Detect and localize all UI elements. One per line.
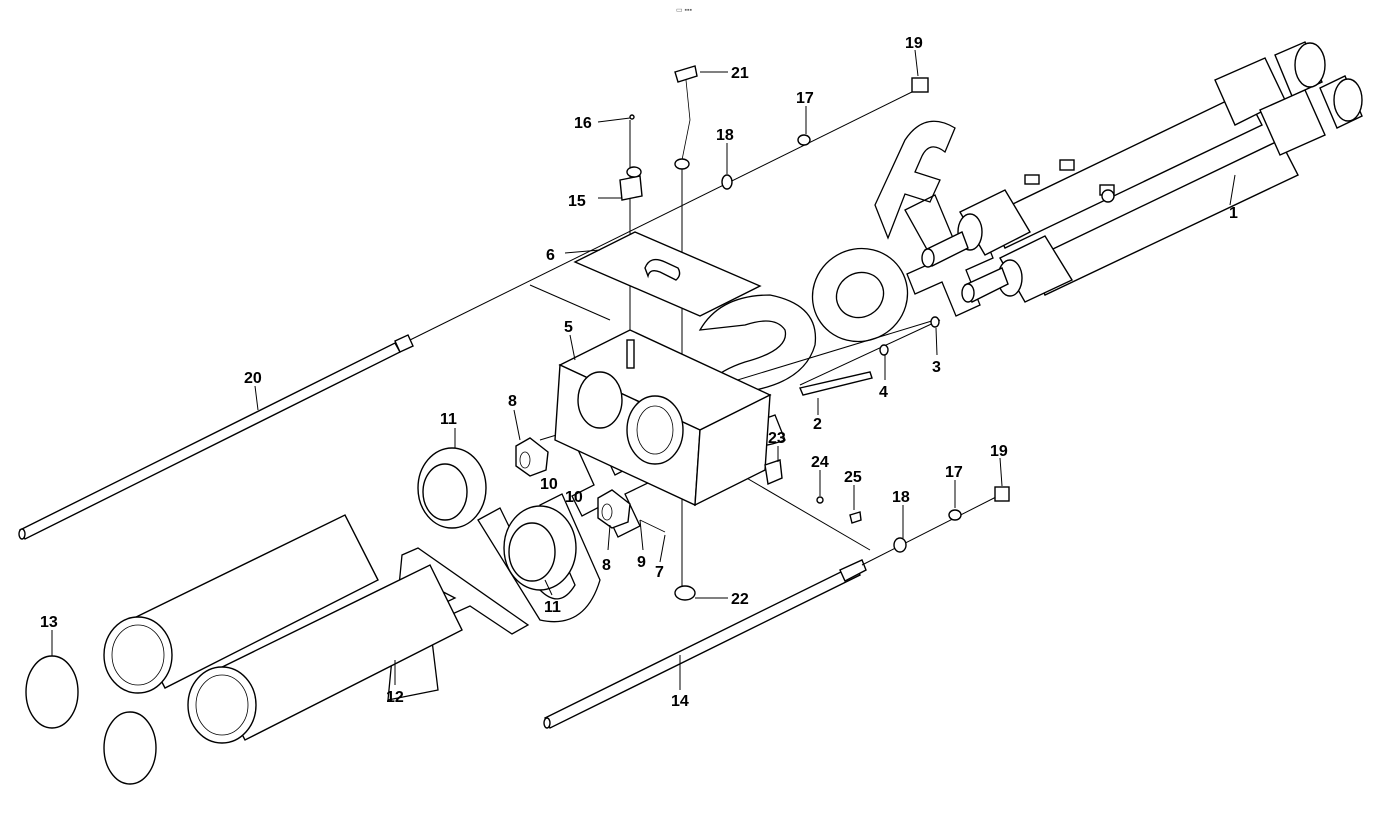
seal-ring-13 <box>25 655 157 785</box>
housing-block-5 <box>554 329 772 507</box>
callout-25: 25 <box>844 469 862 486</box>
callout-2: 2 <box>813 416 822 433</box>
small-hardware <box>619 65 1010 601</box>
callout-22: 22 <box>731 591 749 608</box>
callout-19-lower: 19 <box>990 443 1008 460</box>
piston-11-lower <box>503 505 577 591</box>
callout-8-upper: 8 <box>508 393 517 410</box>
callout-17-upper: 17 <box>796 90 814 107</box>
callout-14: 14 <box>671 693 689 710</box>
assembly-leaders <box>409 87 1001 590</box>
bushing-8-upper <box>515 437 549 477</box>
cover-plate-6 <box>573 231 762 317</box>
callout-12: 12 <box>386 689 404 706</box>
callout-labels: 1 2 3 4 5 6 7 8 8 9 10 10 11 11 12 13 14… <box>40 35 1238 710</box>
hydraulic-cylinder-upper <box>921 41 1326 268</box>
hydraulic-cylinder-lower <box>961 75 1363 303</box>
callout-6: 6 <box>546 247 555 264</box>
callout-15: 15 <box>568 193 586 210</box>
callout-13: 13 <box>40 614 58 631</box>
callout-10-upper: 10 <box>540 476 558 493</box>
callout-18-upper: 18 <box>716 127 734 144</box>
callout-23: 23 <box>768 430 786 447</box>
callout-10-lower: 10 <box>565 489 583 506</box>
bushing-8-lower <box>597 489 631 529</box>
header-mark: ▭ ▪▪▪ <box>676 7 693 14</box>
callout-8-lower: 8 <box>602 557 611 574</box>
callout-20: 20 <box>244 370 262 387</box>
callout-leaders <box>51 49 1236 690</box>
callout-17-lower: 17 <box>945 464 963 481</box>
callout-21: 21 <box>731 65 749 82</box>
callout-18-lower: 18 <box>892 489 910 506</box>
piston-11-upper <box>417 447 487 529</box>
callout-7: 7 <box>655 564 664 581</box>
callout-9: 9 <box>637 554 646 571</box>
callout-24: 24 <box>811 454 829 471</box>
callout-5: 5 <box>564 319 573 336</box>
cylinder-tube-12-lower <box>187 564 463 744</box>
callout-4: 4 <box>879 384 888 401</box>
callout-3: 3 <box>932 359 941 376</box>
cylinder-tube-12-upper <box>103 514 379 694</box>
callout-19-upper: 19 <box>905 35 923 52</box>
callout-16: 16 <box>574 115 592 132</box>
rod-14 <box>543 559 867 729</box>
callout-11-upper: 11 <box>440 411 457 428</box>
rod-20 <box>18 334 414 540</box>
callout-11-lower: 11 <box>544 599 561 616</box>
callout-1: 1 <box>1229 205 1238 222</box>
